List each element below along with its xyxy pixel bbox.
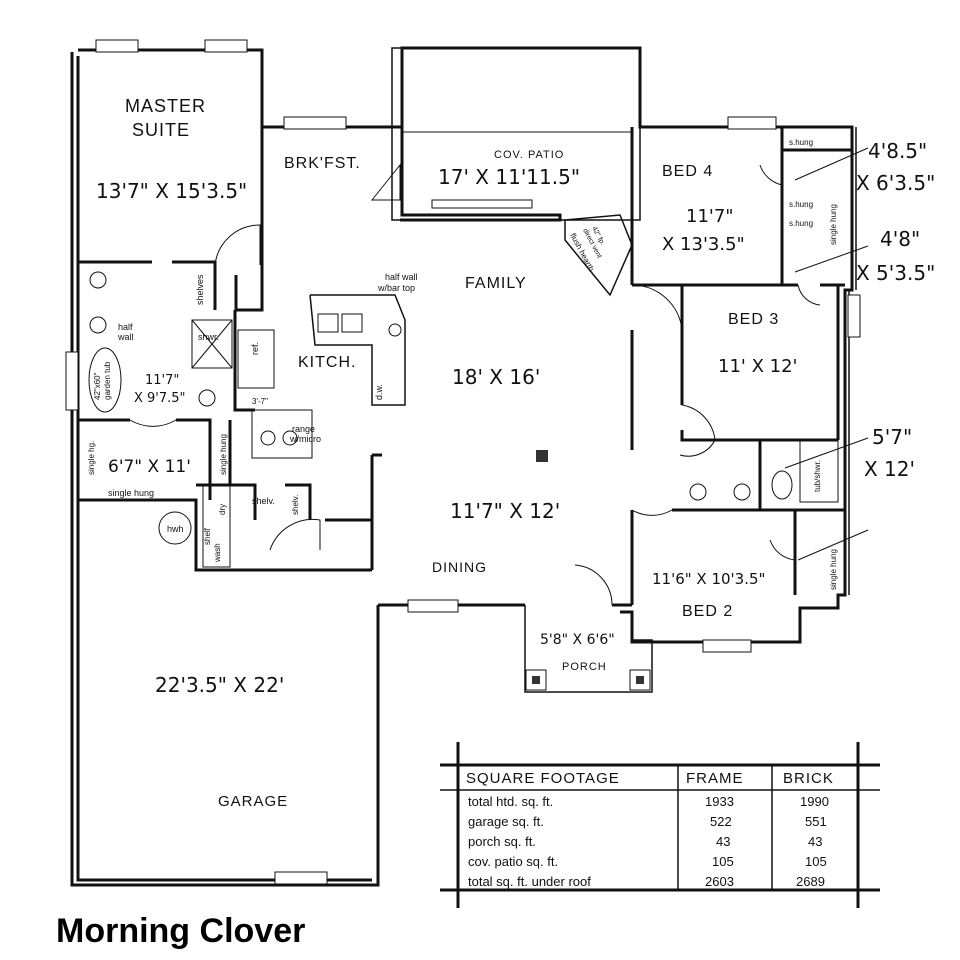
bath2-size-1: 5'7" bbox=[872, 425, 912, 449]
sf-row-label: garage sq. ft. bbox=[468, 814, 544, 829]
half-wall-2: wall bbox=[117, 332, 134, 342]
half-wall-bar-top-1: half wall bbox=[385, 272, 418, 282]
sf-row-brick: 1990 bbox=[800, 794, 829, 809]
master-suite-label-2: SUITE bbox=[132, 120, 190, 140]
door-swings bbox=[129, 163, 821, 606]
dim-3-7: 3'-7" bbox=[252, 397, 268, 406]
master-bath-size-2: X 9'7.5" bbox=[134, 391, 186, 406]
sf-row-frame: 1933 bbox=[705, 794, 734, 809]
tub-shwr-label: tub/shwr. bbox=[813, 460, 822, 492]
garden-tub-2: garden tub bbox=[103, 361, 112, 400]
fireplace bbox=[536, 214, 633, 462]
half-wall-bar-top-2: w/bar top bbox=[377, 283, 415, 293]
bed3-size: 11' X 12' bbox=[718, 356, 797, 377]
sf-row-label: porch sq. ft. bbox=[468, 834, 536, 849]
master-suite-label-1: MASTER bbox=[125, 96, 206, 116]
s-hung-1: s.hung bbox=[789, 138, 813, 147]
single-hung-2: single hung bbox=[219, 434, 228, 475]
sf-row-frame: 43 bbox=[716, 834, 730, 849]
square-footage-text: SQUARE FOOTAGE FRAME BRICK total htd. sq… bbox=[466, 770, 834, 889]
family-label: FAMILY bbox=[465, 275, 527, 292]
shelv-label-2: shelv. bbox=[291, 495, 300, 515]
garage-label: GARAGE bbox=[218, 793, 288, 810]
brkfst-label: BRK'FST. bbox=[284, 155, 361, 172]
sf-header-frame: FRAME bbox=[686, 770, 744, 787]
fixture-annotations: half wall w/bar top range w/micro 3'-7" … bbox=[87, 138, 838, 590]
shwr-label: shwr. bbox=[198, 332, 219, 342]
single-hung-vertical: single hung bbox=[829, 204, 838, 245]
bath-fixtures bbox=[88, 271, 839, 568]
family-size: 18' X 16' bbox=[452, 365, 540, 389]
single-hg-label: single hg. bbox=[87, 441, 96, 475]
sf-row-brick: 2689 bbox=[796, 874, 825, 889]
sf-row-label: total sq. ft. under roof bbox=[468, 874, 591, 889]
sf-row-brick: 551 bbox=[805, 814, 827, 829]
cov-patio-label: COV. PATIO bbox=[494, 149, 564, 161]
bed4-label: BED 4 bbox=[662, 163, 713, 180]
bed4-size-1: 11'7" bbox=[686, 206, 734, 227]
hwh-label: hwh bbox=[167, 524, 184, 534]
dry-label: dry bbox=[218, 504, 227, 515]
master-suite-size: 13'7" X 15'3.5" bbox=[96, 179, 247, 203]
shelv-label-1: shelv. bbox=[252, 496, 275, 506]
porch-label: PORCH bbox=[562, 661, 607, 673]
closet-bed4-size-2: X 6'3.5" bbox=[856, 171, 935, 195]
half-wall-1: half bbox=[118, 322, 133, 332]
dining-size: 11'7" X 12' bbox=[450, 499, 560, 523]
dining-label: DINING bbox=[432, 559, 487, 575]
sf-row-frame: 2603 bbox=[705, 874, 734, 889]
sf-row-brick: 105 bbox=[805, 854, 827, 869]
kitch-label: KITCH. bbox=[298, 354, 356, 371]
sf-row-label: total htd. sq. ft. bbox=[468, 794, 553, 809]
room-labels: MASTER SUITE 13'7" X 15'3.5" BRK'FST. CO… bbox=[96, 96, 797, 810]
garden-tub-1: 42"x60" bbox=[93, 372, 102, 400]
plan-title: Morning Clover bbox=[56, 912, 305, 950]
sf-row-frame: 522 bbox=[710, 814, 732, 829]
sf-row-label: cov. patio sq. ft. bbox=[468, 854, 558, 869]
s-hung-3: s.hung bbox=[789, 219, 813, 228]
bed2-label: BED 2 bbox=[682, 603, 733, 620]
callout-leaders bbox=[784, 147, 869, 561]
sf-row-frame: 105 bbox=[712, 854, 734, 869]
porch-size: 5'8" X 6'6" bbox=[540, 632, 615, 648]
garage-size: 22'3.5" X 22' bbox=[155, 673, 284, 697]
sf-header-label: SQUARE FOOTAGE bbox=[466, 770, 620, 787]
windows bbox=[65, 39, 861, 885]
cov-patio-size: 17' X 11'11.5" bbox=[438, 165, 580, 189]
single-hung-3: single hung bbox=[829, 549, 838, 590]
callout-labels: 4'8.5" X 6'3.5" 4'8" X 5'3.5" 5'7" X 12' bbox=[856, 139, 935, 481]
bed4-size-2: X 13'3.5" bbox=[662, 234, 745, 255]
porch-structure bbox=[524, 605, 653, 693]
closet-bed4-size-1: 4'8.5" bbox=[868, 139, 927, 163]
shelves-label: shelves bbox=[195, 274, 205, 305]
master-bath-size-1: 11'7" bbox=[145, 373, 179, 388]
interior-walls bbox=[78, 127, 852, 605]
bed2-size: 11'6" X 10'3.5" bbox=[652, 570, 765, 588]
range-micro-1: range bbox=[292, 424, 315, 434]
ref-label: ref. bbox=[250, 342, 260, 355]
exterior-walls bbox=[70, 46, 857, 887]
closet-bed3-size-2: X 5'3.5" bbox=[856, 261, 935, 285]
covered-patio bbox=[391, 47, 641, 221]
single-hung-1: single hung bbox=[108, 488, 154, 498]
s-hung-2: s.hung bbox=[789, 200, 813, 209]
range-micro-2: w/micro bbox=[289, 434, 321, 444]
closet-bed3-size-1: 4'8" bbox=[880, 227, 920, 251]
dw-label: d.w. bbox=[374, 384, 384, 400]
kitchen-fixtures bbox=[191, 294, 406, 459]
wash-label: wash bbox=[213, 543, 222, 563]
bed3-label: BED 3 bbox=[728, 311, 779, 328]
closet-size: 6'7" X 11' bbox=[108, 457, 191, 477]
square-footage-table bbox=[440, 742, 880, 908]
bath2-size-2: X 12' bbox=[864, 457, 915, 481]
shelf-label: shelf bbox=[203, 527, 212, 545]
sf-header-brick: BRICK bbox=[783, 770, 834, 787]
sf-row-brick: 43 bbox=[808, 834, 822, 849]
